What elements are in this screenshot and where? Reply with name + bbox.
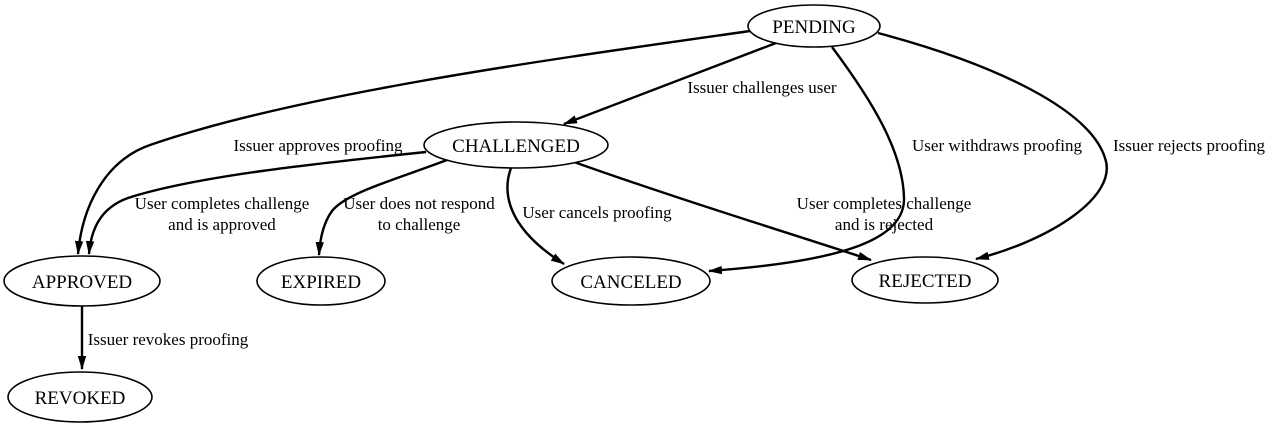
edge-labels: Issuer challenges user Issuer approves p… (88, 78, 1266, 349)
edge-pending-challenged (563, 41, 777, 126)
edge-label-pending-canceled: User withdraws proofing (912, 136, 1082, 155)
node-rejected-label: REJECTED (879, 271, 972, 292)
node-revoked-label: REVOKED (35, 388, 126, 409)
node-challenged-ellipse (423, 121, 609, 169)
node-canceled: CANCELED (551, 256, 711, 306)
node-pending: PENDING (747, 4, 881, 48)
edges (74, 29, 1108, 370)
edge-pending-approved (74, 29, 751, 255)
nodes: PENDING CHALLENGED APPROVED EXPIRED CANC… (3, 4, 999, 423)
node-challenged: CHALLENGED (423, 121, 609, 169)
edge-label-line: User does not respond (343, 194, 495, 213)
node-rejected-ellipse (851, 256, 999, 304)
node-expired-ellipse (256, 256, 386, 306)
edge-label-line: and is rejected (835, 215, 934, 234)
edge-label-challenged-rejected: User completes challenge and is rejected (797, 194, 972, 234)
node-revoked-ellipse (7, 371, 153, 423)
node-rejected: REJECTED (851, 256, 999, 304)
edge-challenged-rejected (573, 160, 872, 262)
edge-label-line: and is approved (168, 215, 276, 234)
node-pending-label: PENDING (772, 17, 856, 38)
edge-label-challenged-expired: User does not respond to challenge (343, 194, 495, 234)
edge-pending-canceled (708, 46, 906, 275)
node-approved-ellipse (3, 255, 161, 307)
node-canceled-ellipse (551, 256, 711, 306)
edge-label-line: User completes challenge (135, 194, 310, 213)
edge-label-pending-rejected: Issuer rejects proofing (1113, 136, 1266, 155)
edge-challenged-approved (85, 150, 427, 255)
node-pending-ellipse (747, 4, 881, 48)
edge-label-pending-approved: Issuer approves proofing (233, 136, 403, 155)
edge-label-line: to challenge (378, 215, 461, 234)
edge-label-challenged-approved: User completes challenge and is approved (135, 194, 310, 234)
node-canceled-label: CANCELED (580, 272, 681, 293)
node-expired: EXPIRED (256, 256, 386, 306)
edge-pending-rejected (877, 31, 1108, 261)
edge-label-approved-revoked: Issuer revokes proofing (88, 330, 249, 349)
edge-challenged-canceled (506, 167, 565, 266)
edge-label-line: User completes challenge (797, 194, 972, 213)
node-approved: APPROVED (3, 255, 161, 307)
edge-label-challenged-canceled: User cancels proofing (522, 203, 672, 222)
node-challenged-label: CHALLENGED (452, 136, 580, 157)
edge-label-pending-challenged: Issuer challenges user (687, 78, 837, 97)
node-approved-label: APPROVED (32, 272, 132, 293)
edge-challenged-expired (315, 158, 448, 256)
node-expired-label: EXPIRED (281, 272, 361, 293)
node-revoked: REVOKED (7, 371, 153, 423)
